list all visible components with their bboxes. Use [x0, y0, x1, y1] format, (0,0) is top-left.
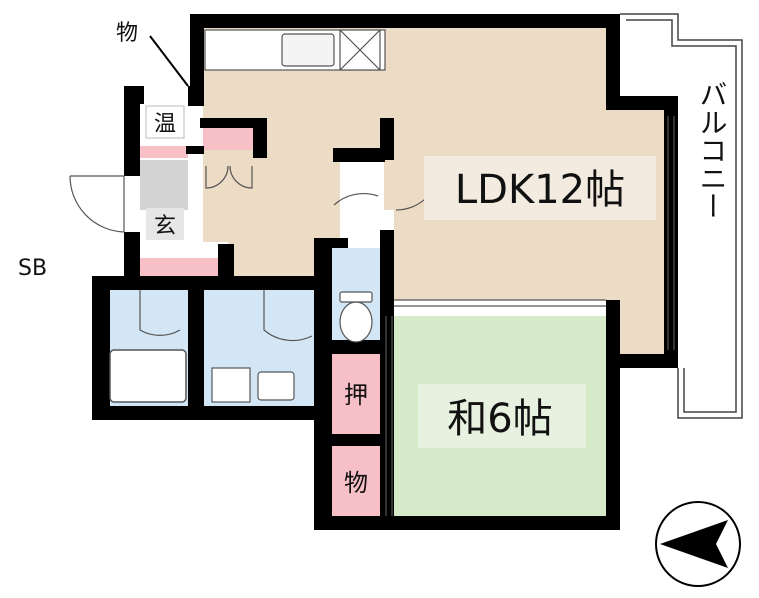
ldk-label: LDK12帖	[455, 167, 625, 213]
balcony-label: バルコニー	[696, 80, 729, 220]
storage-pointer	[149, 35, 189, 87]
storage-bottom-floor	[330, 446, 382, 516]
entrance-label-bg	[146, 208, 184, 240]
water-heater-label: 温	[154, 112, 176, 137]
sb-label: SB	[18, 256, 47, 281]
washitsu-label: 和6帖	[447, 396, 552, 442]
shelf-strip	[140, 146, 188, 158]
compass-icon	[655, 501, 741, 587]
sliding-doors	[385, 116, 675, 516]
entrance-floor	[140, 160, 188, 210]
water-heater-label-bg	[145, 105, 185, 139]
storage-bottom-label: 物	[344, 469, 368, 497]
washbasin	[257, 371, 295, 401]
washitsu-label-bg	[418, 384, 586, 448]
storage-top-label: 物	[116, 21, 138, 46]
bathtub	[109, 349, 187, 403]
kitchen-storage	[203, 128, 253, 150]
entrance-label: 玄	[154, 214, 176, 239]
toilet	[339, 291, 373, 343]
walls	[92, 14, 678, 530]
oshiire-floor	[330, 354, 382, 434]
shoebox-strip	[138, 258, 222, 276]
oshiire-label: 押	[344, 381, 368, 409]
washing-machine-pan	[211, 367, 251, 403]
kitchen-counter	[204, 29, 386, 71]
svg-text:バルコニー: バルコニー	[696, 80, 729, 220]
ldk-label-bg	[424, 156, 656, 220]
balcony-outline	[620, 13, 743, 419]
